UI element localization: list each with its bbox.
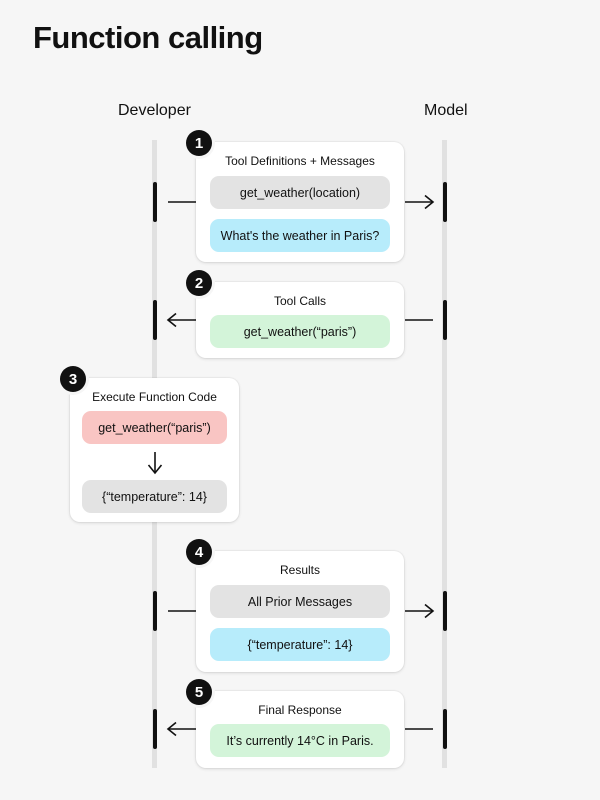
page-title: Function calling xyxy=(33,20,263,55)
step-5-badge: 5 xyxy=(186,679,212,705)
connector-line xyxy=(168,610,196,612)
step-2-item-tool-call: get_weather(“paris”) xyxy=(210,315,390,348)
step-1-title: Tool Definitions + Messages xyxy=(225,154,375,168)
connector-line xyxy=(168,201,196,203)
step-2-card: Tool Calls get_weather(“paris”) xyxy=(196,282,404,358)
step-5-card: Final Response It’s currently 14°C in Pa… xyxy=(196,691,404,768)
model-tick xyxy=(443,182,447,222)
step-3-item-function-call: get_weather(“paris”) xyxy=(82,411,227,444)
step-5-item-final-response: It’s currently 14°C in Paris. xyxy=(210,724,390,757)
step-4-badge: 4 xyxy=(186,539,212,565)
model-tick xyxy=(443,591,447,631)
connector-line xyxy=(405,319,433,321)
step-4-item-function-result: {“temperature”: 14} xyxy=(210,628,390,661)
connector-line xyxy=(405,728,433,730)
step-3-card: Execute Function Code get_weather(“paris… xyxy=(70,378,239,522)
developer-tick xyxy=(153,300,157,340)
developer-tick xyxy=(153,709,157,749)
arrow-left-icon xyxy=(166,312,196,328)
model-tick xyxy=(443,709,447,749)
step-1-card: Tool Definitions + Messages get_weather(… xyxy=(196,142,404,262)
arrow-right-icon xyxy=(405,603,435,619)
model-column-label: Model xyxy=(424,102,468,119)
step-3-badge: 3 xyxy=(60,366,86,392)
step-2-badge: 2 xyxy=(186,270,212,296)
step-3-title: Execute Function Code xyxy=(92,390,217,404)
developer-tick xyxy=(153,591,157,631)
step-3-item-function-result: {“temperature”: 14} xyxy=(82,480,227,513)
developer-tick xyxy=(153,182,157,222)
developer-column-label: Developer xyxy=(118,102,191,119)
step-4-item-prior-messages: All Prior Messages xyxy=(210,585,390,618)
step-4-card: Results All Prior Messages {“temperature… xyxy=(196,551,404,672)
arrow-right-icon xyxy=(405,194,435,210)
arrow-down-icon xyxy=(147,452,163,475)
model-lane xyxy=(442,140,447,768)
step-1-badge: 1 xyxy=(186,130,212,156)
step-2-title: Tool Calls xyxy=(273,294,327,308)
step-1-item-function-definition: get_weather(location) xyxy=(210,176,390,209)
step-4-title: Results xyxy=(279,563,320,577)
step-5-title: Final Response xyxy=(258,703,342,717)
model-tick xyxy=(443,300,447,340)
step-1-item-user-message: What's the weather in Paris? xyxy=(210,219,390,252)
arrow-left-icon xyxy=(166,721,196,737)
